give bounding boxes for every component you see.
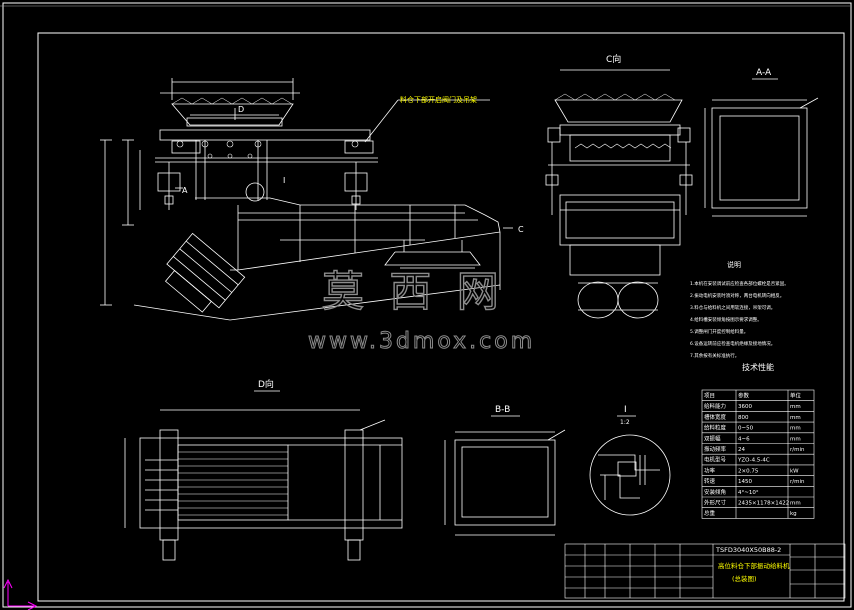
d-view (124, 390, 403, 561)
performance-cell: 转速 (704, 477, 716, 485)
notes-list: 1.本机在安装调试前应检查各部位螺栓是否紧固。 2.振动电机安装时须对称，两台电… (690, 280, 789, 359)
performance-header-cell: 项目 (704, 393, 715, 400)
notes-line: 7.其余按有关标准执行。 (690, 352, 739, 359)
performance-cell: 功率 (704, 466, 716, 474)
title-block (564, 543, 846, 599)
watermark-url: www.3dmox.com (308, 329, 535, 354)
performance-cell: 4~6 (738, 436, 750, 442)
performance-cell: 3600 (738, 404, 752, 410)
notes-line: 2.振动电机安装时须对称，两台电机转向相反。 (690, 292, 784, 299)
performance-cell: 双振幅 (704, 434, 721, 442)
drawing-name: 高位料仓下部振动给料机 (718, 561, 790, 570)
i-detail-title: I (624, 405, 627, 415)
performance-cell: 4°~10° (738, 490, 759, 496)
performance-cell: 0~50 (738, 426, 754, 432)
performance-cell: 给料能力 (704, 402, 726, 410)
performance-cell: 给料粒度 (704, 424, 727, 432)
performance-cell: mm (790, 501, 801, 507)
drawing-type: (总装图) (732, 574, 757, 583)
performance-cell: kg (790, 511, 797, 517)
d-view-title: D向 (258, 378, 274, 390)
performance-cell: mm (790, 404, 801, 410)
section-d-mark: D (238, 105, 244, 114)
performance-cell: mm (790, 426, 801, 432)
watermark-brand: 莫 西 网 (322, 267, 505, 316)
notes-line: 1.本机在安装调试前应检查各部位螺栓是否紧固。 (690, 280, 789, 287)
c-view-title: C向 (606, 53, 621, 65)
i-detail-scale: 1:2 (620, 419, 630, 426)
main-front-view (100, 78, 513, 321)
performance-cell: kW (790, 468, 799, 474)
section-c-mark: C (518, 225, 524, 234)
drawing-number: TSFD3040X50B88-2 (715, 546, 781, 554)
notes-line: 4.给料槽安装倾角按图示要求调整。 (690, 316, 762, 323)
a-a-view (704, 78, 819, 217)
performance-cell: mm (790, 436, 801, 442)
section-a-mark: A (182, 186, 188, 195)
performance-header-cell: 参数 (738, 392, 750, 400)
notes-line: 3.料仓与给料机之间用软连接，吊架可调。 (690, 304, 775, 311)
b-b-view (444, 415, 566, 536)
a-a-title: A-A (756, 68, 772, 78)
performance-header-cell: 单位 (790, 392, 802, 400)
performance-cell: 电机型号 (704, 456, 727, 464)
i-detail (589, 415, 671, 516)
performance-cell: 800 (738, 415, 749, 421)
c-view (545, 69, 693, 319)
performance-cell: 外形尺寸 (704, 499, 727, 507)
performance-cell: YZO-4.5-4C (737, 458, 770, 464)
performance-cell: 槽体宽度 (704, 413, 727, 421)
notes-line: 6.设备运转前应检查电机绝缘及接地情况。 (690, 340, 775, 347)
performance-cell: 1450 (738, 479, 752, 485)
detail-i-mark: I (283, 176, 285, 185)
performance-cell: r/min (790, 479, 805, 485)
performance-cell: 安装倾角 (704, 488, 726, 496)
ucs-icon (3, 578, 38, 610)
notes-heading: 说明 (727, 260, 741, 269)
performance-cell: 总重 (704, 509, 716, 517)
b-b-title: B-B (495, 405, 510, 415)
performance-cell: 振动频率 (704, 445, 727, 453)
performance-cell: mm (790, 415, 801, 421)
performance-cell: 2435×1178×1422 (738, 501, 789, 507)
performance-cell: r/min (790, 447, 805, 453)
notes-line: 5.调整闸门开度控制给料量。 (690, 328, 748, 335)
performance-heading: 技术性能 (742, 362, 774, 372)
performance-cell: 2×0.75 (738, 468, 759, 474)
feeder-note-label: 料仓下部开启阀门及吊架 (400, 95, 477, 104)
performance-cell: 24 (738, 447, 745, 453)
inner-border (37, 32, 845, 602)
